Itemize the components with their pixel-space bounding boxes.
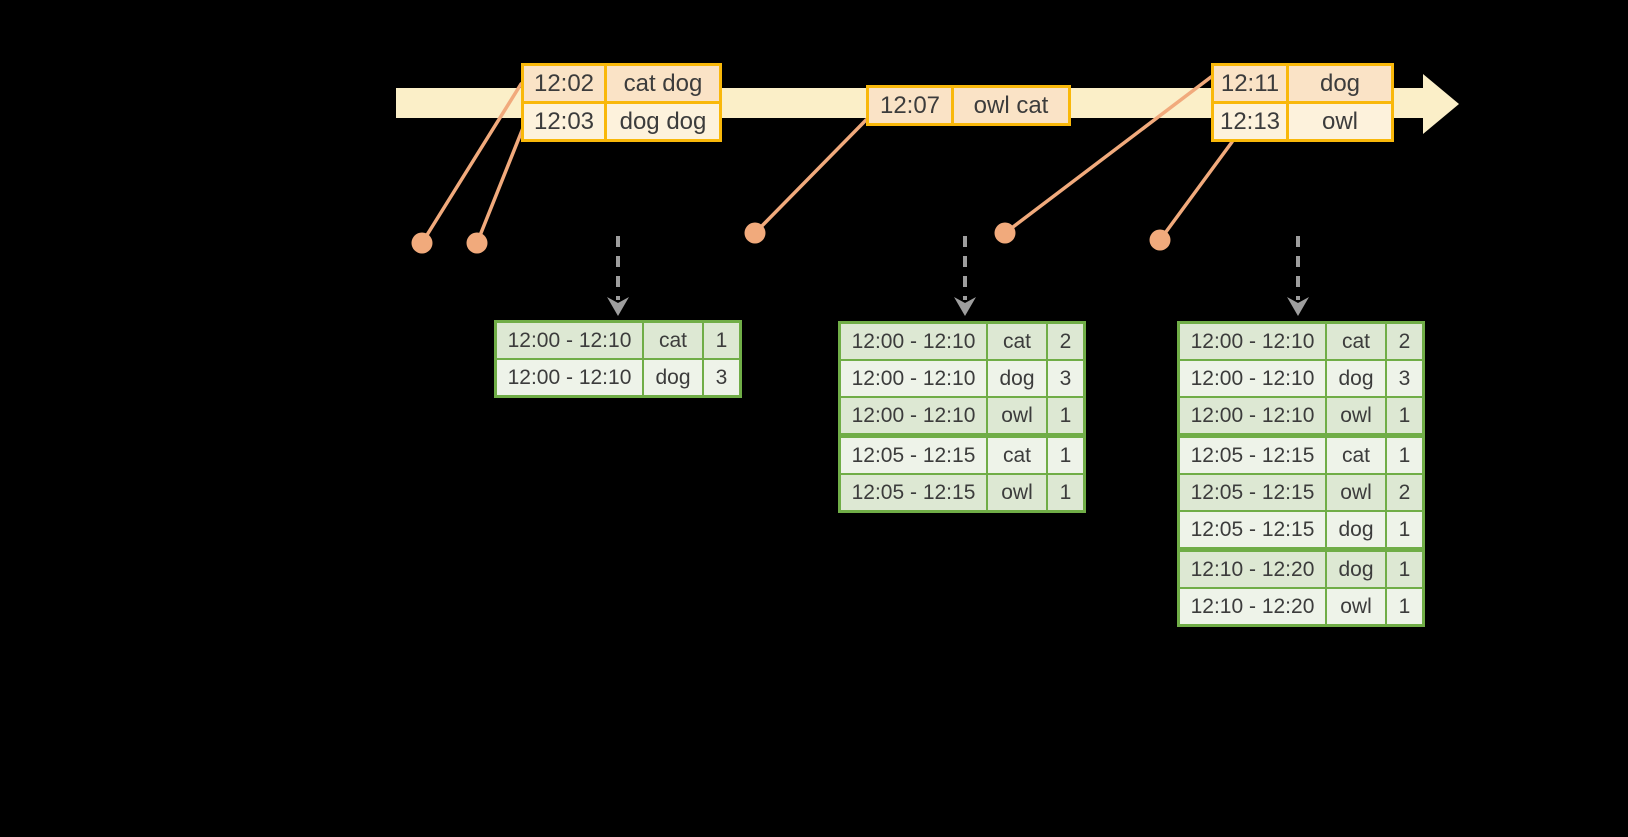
result-word-cell: dog [1327, 552, 1385, 587]
result-word-cell: owl [1327, 589, 1385, 624]
event-time-cell: 12:13 [1214, 104, 1286, 139]
result-window-cell: 12:00 - 12:10 [497, 360, 642, 395]
result-count-cell: 1 [1387, 512, 1422, 547]
flow-arrowhead-icon [954, 297, 976, 316]
result-count-cell: 1 [1048, 475, 1083, 510]
result-window-cell: 12:05 - 12:15 [1180, 438, 1325, 473]
result-window-cell: 12:05 - 12:15 [841, 438, 986, 473]
event-dot-icon [994, 222, 1016, 244]
connector-line [1003, 75, 1213, 235]
result-word-cell: owl [1327, 398, 1385, 433]
result-window-cell: 12:00 - 12:10 [1180, 324, 1325, 359]
event-words-cell: owl cat [954, 88, 1068, 123]
timeline-arrowhead-icon [1423, 74, 1459, 134]
event-dot-icon [411, 232, 433, 254]
result-count-cell: 1 [1387, 589, 1422, 624]
result-word-cell: cat [644, 323, 702, 358]
event-words-cell: dog dog [607, 104, 719, 139]
event-dot-icon [744, 222, 766, 244]
result-window-cell: 12:00 - 12:10 [497, 323, 642, 358]
result-word-cell: cat [988, 438, 1046, 473]
result-word-cell: owl [1327, 475, 1385, 510]
result-count-cell: 3 [704, 360, 739, 395]
result-count-cell: 1 [1387, 398, 1422, 433]
result-word-cell: owl [988, 475, 1046, 510]
result-word-cell: cat [1327, 324, 1385, 359]
result-count-cell: 1 [1387, 552, 1422, 587]
event-words-cell: cat dog [607, 66, 719, 101]
event-dot-icon [466, 232, 488, 254]
event-words-cell: owl [1289, 104, 1391, 139]
connector-line [753, 118, 868, 235]
result-word-cell: dog [644, 360, 702, 395]
result-window-cell: 12:05 - 12:15 [1180, 512, 1325, 547]
result-count-cell: 1 [1048, 438, 1083, 473]
result-count-cell: 1 [1048, 398, 1083, 433]
result-window-cell: 12:10 - 12:20 [1180, 589, 1325, 624]
result-word-cell: cat [988, 324, 1046, 359]
event-time-cell: 12:11 [1214, 66, 1286, 101]
result-window-cell: 12:05 - 12:15 [841, 475, 986, 510]
flow-arrowhead-icon [1287, 297, 1309, 316]
result-window-cell: 12:00 - 12:10 [841, 398, 986, 433]
result-window-cell: 12:00 - 12:10 [841, 361, 986, 396]
flow-arrowhead-icon [607, 297, 629, 316]
connector-line [475, 121, 527, 245]
event-time-cell: 12:07 [869, 88, 951, 123]
result-window-cell: 12:10 - 12:20 [1180, 552, 1325, 587]
result-count-cell: 2 [1387, 324, 1422, 359]
connector-line [420, 82, 523, 245]
event-time-cell: 12:02 [524, 66, 604, 101]
result-word-cell: dog [988, 361, 1046, 396]
result-window-cell: 12:00 - 12:10 [1180, 398, 1325, 433]
result-count-cell: 1 [704, 323, 739, 358]
result-word-cell: dog [1327, 512, 1385, 547]
result-word-cell: owl [988, 398, 1046, 433]
event-time-cell: 12:03 [524, 104, 604, 139]
result-window-cell: 12:00 - 12:10 [1180, 361, 1325, 396]
result-word-cell: cat [1327, 438, 1385, 473]
result-window-cell: 12:00 - 12:10 [841, 324, 986, 359]
result-count-cell: 3 [1048, 361, 1083, 396]
event-dot-icon [1149, 229, 1171, 251]
result-word-cell: dog [1327, 361, 1385, 396]
result-window-cell: 12:05 - 12:15 [1180, 475, 1325, 510]
result-count-cell: 3 [1387, 361, 1422, 396]
event-words-cell: dog [1289, 66, 1391, 101]
connector-line [1158, 140, 1234, 242]
result-count-cell: 1 [1387, 438, 1422, 473]
result-count-cell: 2 [1048, 324, 1083, 359]
result-count-cell: 2 [1387, 475, 1422, 510]
